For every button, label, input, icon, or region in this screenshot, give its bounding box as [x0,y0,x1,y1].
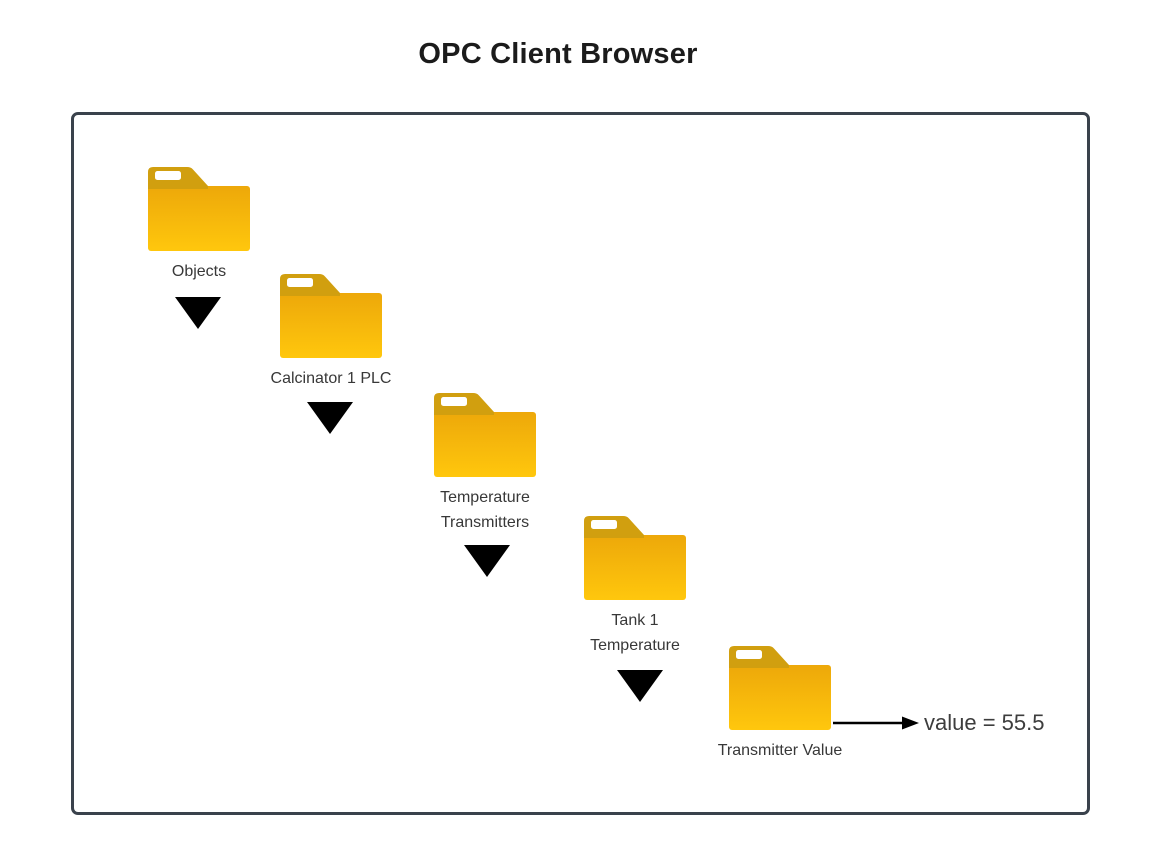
folder-icon [434,393,536,477]
down-triangle-icon [464,545,510,577]
folder-icon [280,274,382,358]
tree-node-objects: Objects [146,164,252,280]
node-label-line: Transmitters [440,514,530,531]
node-label: Objects [89,259,309,284]
node-label: Temperature Transmitters [375,485,595,535]
tree-node-calcinator-1-plc: Calcinator 1 PLC [271,271,391,387]
tree-node-tank-1-temperature: Tank 1 Temperature [582,513,688,654]
down-triangle-icon [307,402,353,434]
node-label-line: Tank 1 [611,612,659,629]
diagram-title: OPC Client Browser [418,38,698,70]
tree-node-transmitter-value: Transmitter Value [718,643,842,759]
node-label: Calcinator 1 PLC [221,366,441,391]
down-triangle-icon [617,670,663,702]
tree-node-temperature-transmitters: Temperature Transmitters [432,390,538,531]
node-label-line: Temperature [440,489,530,506]
folder-icon [729,646,831,730]
folder-icon [148,167,250,251]
folder-icon [584,516,686,600]
node-label-line: Transmitter Value [717,742,843,759]
down-triangle-icon [175,297,221,329]
node-label: Transmitter Value [670,738,890,763]
node-label: Tank 1 Temperature [525,608,745,658]
value-annotation: value = 55.5 [924,710,1045,735]
node-label-line: Temperature [590,637,680,654]
right-arrow-icon [833,716,919,730]
node-label-line: Objects [171,263,227,280]
node-label-line: Calcinator 1 PLC [270,370,392,387]
